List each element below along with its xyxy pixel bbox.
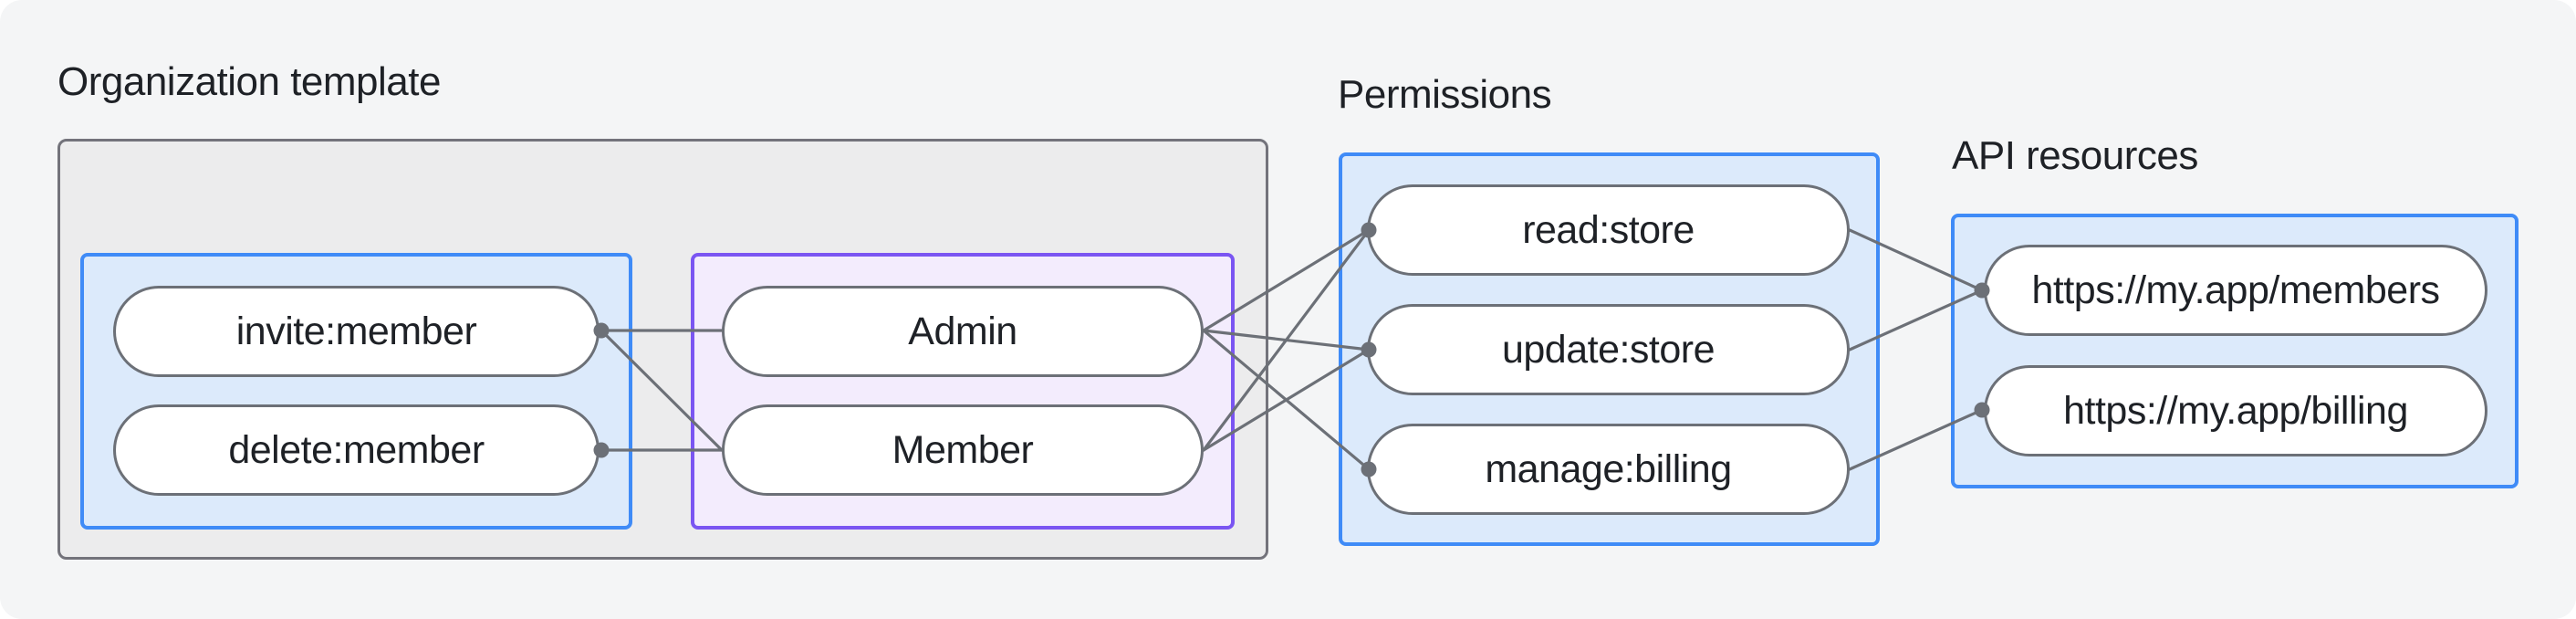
node-read-store: read:store <box>1367 184 1850 276</box>
node-manage-billing: manage:billing <box>1367 424 1850 515</box>
node-member-role: Member <box>722 404 1204 496</box>
node-delete-member: delete:member <box>113 404 600 496</box>
node-api-billing-url: https://my.app/billing <box>1984 365 2487 456</box>
api-resources-label: API resources <box>1952 133 2198 178</box>
organization-template-label: Organization template <box>57 59 441 104</box>
node-update-store: update:store <box>1367 304 1850 395</box>
node-admin-role: Admin <box>722 286 1204 377</box>
permissions-label: Permissions <box>1338 72 1552 117</box>
node-api-members-url: https://my.app/members <box>1984 245 2487 336</box>
node-invite-member: invite:member <box>113 286 600 377</box>
